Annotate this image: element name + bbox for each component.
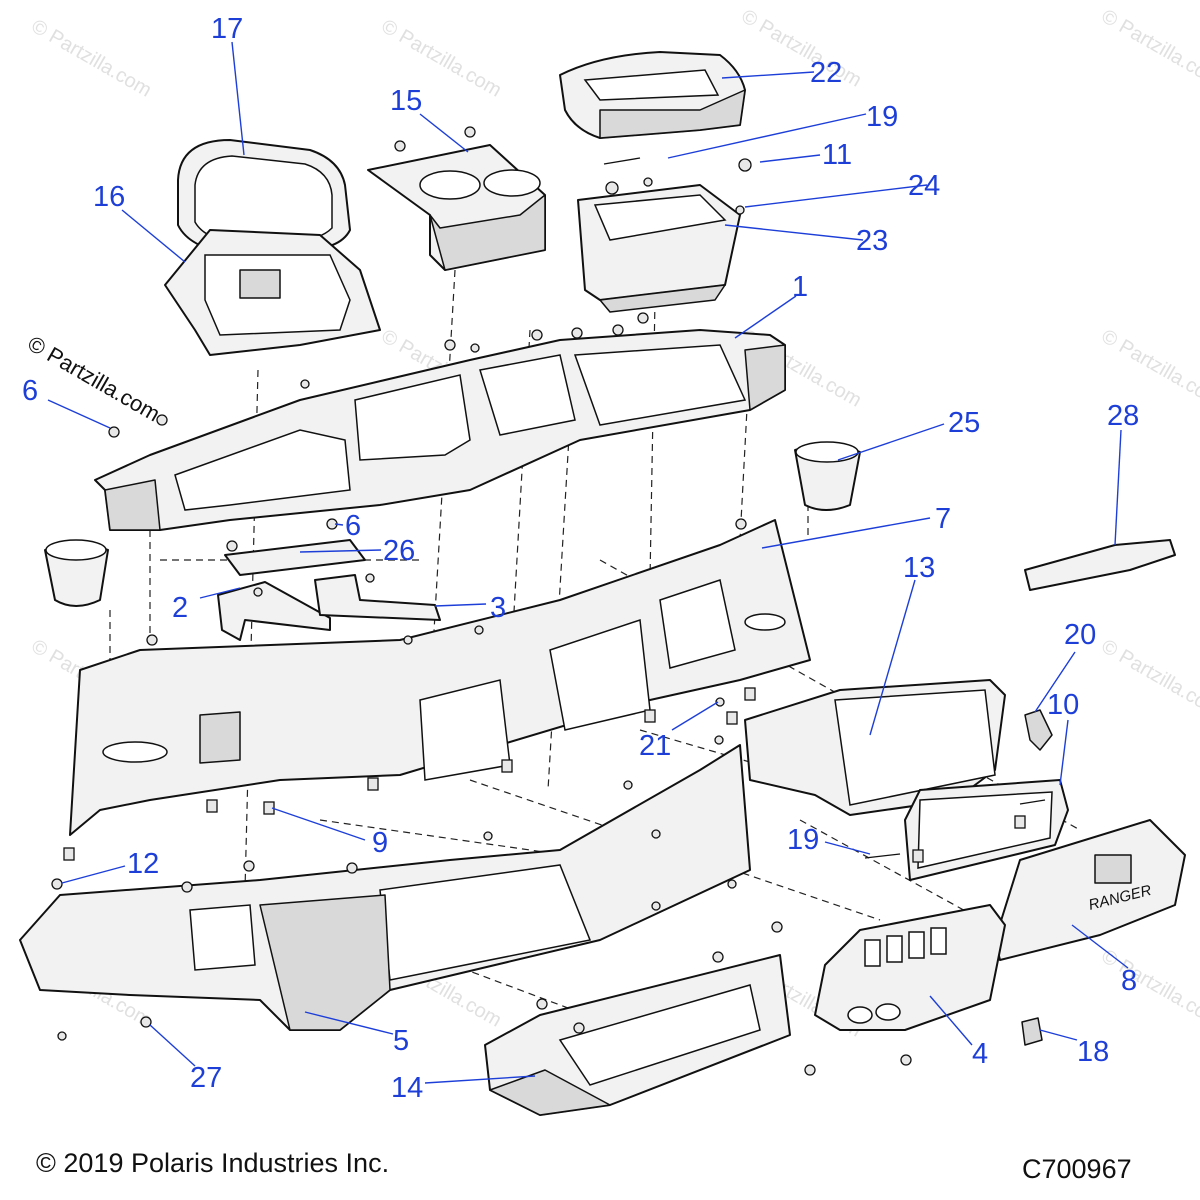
callout-11: 11 xyxy=(822,139,852,171)
switch-panel xyxy=(814,904,1006,1031)
callout-18: 18 xyxy=(1077,1036,1109,1068)
callout-20: 20 xyxy=(1064,619,1096,651)
watermark-text: © Partzilla.com xyxy=(1098,5,1200,91)
callout-7: 7 xyxy=(935,503,951,535)
callout-labels: 17 22 15 19 11 16 24 23 1 6 25 28 6 26 7… xyxy=(22,13,1139,1104)
callout-25: 25 xyxy=(948,407,980,439)
callout-17: 17 xyxy=(211,13,243,45)
gauge-housing xyxy=(164,229,381,356)
cup-holder-left xyxy=(44,539,109,607)
storage-bin xyxy=(577,184,741,313)
callout-24: 24 xyxy=(908,170,940,202)
callout-6-left: 6 xyxy=(22,375,38,407)
callout-6-center: 6 xyxy=(345,510,361,542)
callout-10: 10 xyxy=(1047,689,1079,721)
callout-5: 5 xyxy=(393,1025,409,1057)
watermark-text: © Partzilla.com xyxy=(1098,945,1200,1031)
callout-22: 22 xyxy=(810,57,842,89)
lower-storage-pocket xyxy=(484,954,791,1116)
copyright-notice: © 2019 Polaris Industries Inc. xyxy=(36,1148,390,1178)
watermark-text: © Partzilla.com xyxy=(1098,635,1200,721)
main-dash-frame xyxy=(69,519,811,836)
trim-strip xyxy=(1024,539,1176,591)
glovebox-frame xyxy=(904,779,1069,881)
watermark-text: © Partzilla.com xyxy=(1098,325,1200,411)
callout-leaders xyxy=(47,41,1129,1084)
bracket-left xyxy=(217,581,331,641)
callout-23: 23 xyxy=(856,225,888,257)
watermark-text-dark: © Partzilla.com xyxy=(24,331,165,427)
callout-16: 16 xyxy=(93,181,125,213)
bracket-right xyxy=(314,574,441,621)
callout-27: 27 xyxy=(190,1062,222,1094)
callout-15: 15 xyxy=(390,85,422,117)
callout-9: 9 xyxy=(372,827,388,859)
callout-13: 13 xyxy=(903,552,935,584)
lower-dash-panel xyxy=(19,744,751,1031)
accessory-switch xyxy=(1021,1017,1043,1046)
storage-lid xyxy=(559,51,746,139)
callout-21: 21 xyxy=(639,730,671,762)
callout-4: 4 xyxy=(972,1038,988,1070)
watermark-text: © Partzilla.com xyxy=(738,5,866,91)
callout-28: 28 xyxy=(1107,400,1139,432)
cupholder-console xyxy=(367,144,546,271)
glovebox-latch xyxy=(1024,709,1053,751)
callout-8: 8 xyxy=(1121,965,1137,997)
diagram-code: C700967 xyxy=(1022,1154,1132,1184)
callout-12: 12 xyxy=(127,848,159,880)
callout-14: 14 xyxy=(391,1072,423,1104)
fastener-set xyxy=(51,126,1046,1076)
callout-2: 2 xyxy=(172,592,188,624)
watermark-text: © Partzilla.com xyxy=(28,15,156,101)
callout-19-lower: 19 xyxy=(787,824,819,856)
callout-26: 26 xyxy=(383,535,415,567)
cup-holder-right xyxy=(794,441,861,511)
glovebox-door: RANGER xyxy=(994,819,1186,961)
upper-dash-panel xyxy=(94,329,786,531)
callout-3: 3 xyxy=(490,592,506,624)
callout-19-upper: 19 xyxy=(866,101,898,133)
mounting-plate xyxy=(224,539,366,576)
callout-1: 1 xyxy=(792,271,808,303)
